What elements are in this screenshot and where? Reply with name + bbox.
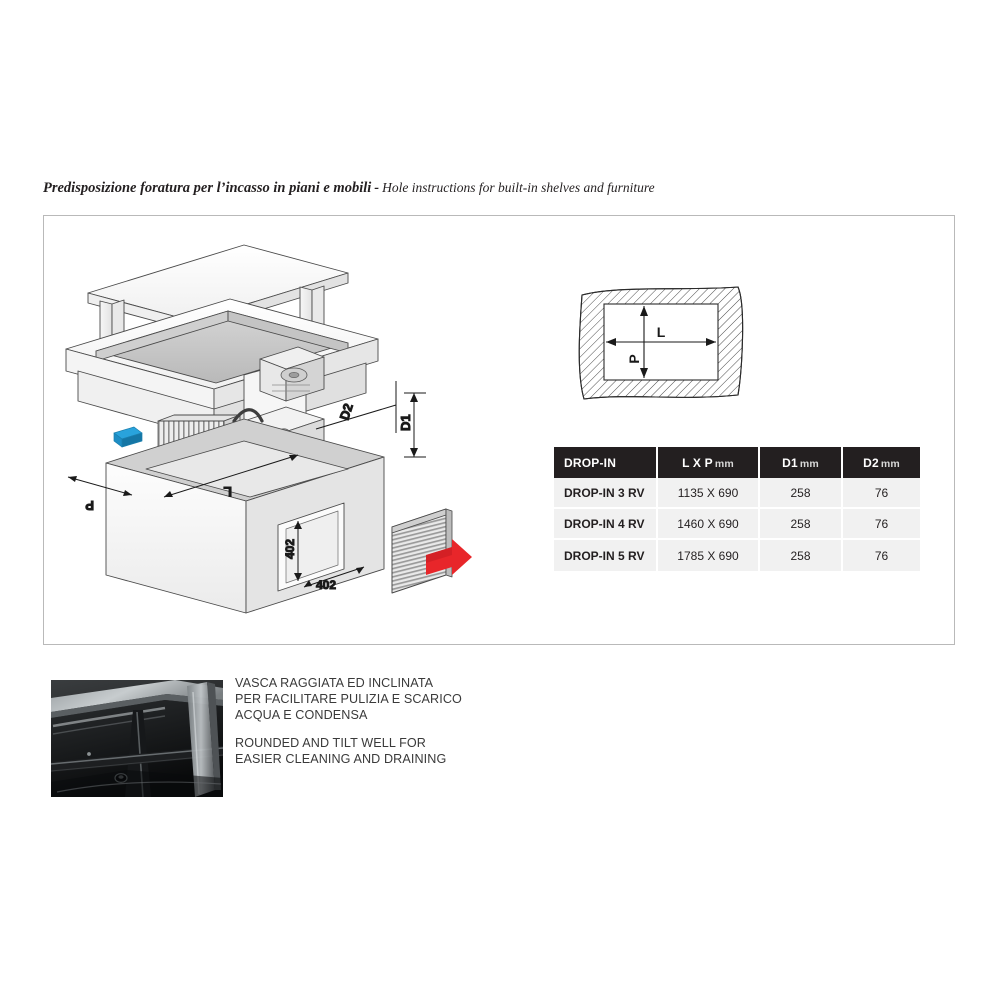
dim-length-L: L	[163, 454, 299, 501]
page-title-separator: -	[374, 180, 380, 196]
page-title-english: Hole instructions for built-in shelves a…	[382, 180, 655, 195]
feature-caption-english: ROUNDED AND TILT WELL FOR EASIER CLEANIN…	[235, 735, 655, 767]
cell-d1: 258	[760, 478, 843, 509]
cell-d2: 76	[843, 540, 920, 571]
table-row: DROP-IN 3 RV 1135 X 690 258 76	[554, 478, 920, 509]
cell-lxp: 1135 X 690	[658, 478, 760, 509]
cutout-detail-diagram: L P	[560, 275, 760, 410]
column-header-d2-unit: mm	[880, 457, 900, 470]
dim-label-hole-depth: P	[626, 354, 642, 363]
feature-caption-italian: VASCA RAGGIATA ED INCLINATA PER FACILITA…	[235, 675, 655, 724]
dim-grille-height: 402	[283, 521, 302, 581]
cell-model: DROP-IN 3 RV	[554, 478, 658, 509]
feature-caption-english-line-1: ROUNDED AND TILT WELL FOR	[235, 735, 426, 750]
cabinet-body	[105, 418, 385, 614]
dim-label-D1: D1	[398, 414, 413, 431]
column-header-d1-label: D1	[782, 455, 798, 470]
valve-connector	[113, 426, 143, 448]
table-row: DROP-IN 5 RV 1785 X 690 258 76	[554, 540, 920, 571]
well-detail-photo	[47, 670, 227, 807]
dim-label-hole-length: L	[657, 324, 666, 340]
airflow-arrow	[426, 539, 472, 575]
cell-d1: 258	[760, 509, 843, 540]
column-header-lxp-unit: mm	[714, 457, 734, 470]
column-header-d1-unit: mm	[799, 457, 819, 470]
cell-model: DROP-IN 4 RV	[554, 509, 658, 540]
dim-grille-width: 402	[303, 566, 365, 593]
page-title: Predisposizione foratura per l’incasso i…	[43, 180, 943, 197]
column-header-lxp-label: L X P	[682, 455, 713, 470]
column-header-d2-label: D2	[863, 455, 879, 470]
cell-d1: 258	[760, 540, 843, 571]
feature-caption-italian-line-2: PER FACILITARE PULIZIA E SCARICO	[235, 692, 462, 707]
dim-label-grille-width: 402	[316, 578, 336, 592]
dim-label-D2: D2	[337, 401, 356, 421]
cell-model: DROP-IN 5 RV	[554, 540, 658, 571]
cell-lxp: 1460 X 690	[658, 509, 760, 540]
table-body: DROP-IN 3 RV 1135 X 690 258 76 DROP-IN 4…	[554, 478, 920, 571]
cell-lxp: 1785 X 690	[658, 540, 760, 571]
dim-hole-depth	[640, 306, 648, 378]
dim-label-L: L	[223, 484, 232, 500]
feature-caption-italian-line-3: ACQUA E CONDENSA	[235, 708, 368, 723]
page-title-italian: Predisposizione foratura per l’incasso i…	[43, 180, 372, 196]
feature-caption-english-line-2: EASIER CLEANING AND DRAINING	[235, 751, 447, 766]
isometric-drawing: P L D2	[48, 225, 528, 615]
dim-label-P: P	[85, 498, 94, 513]
drop-in-well	[65, 298, 379, 440]
feature-caption-italian-line-1: VASCA RAGGIATA ED INCLINATA	[235, 676, 434, 690]
cell-d2: 76	[843, 478, 920, 509]
column-header-model: DROP-IN	[554, 447, 658, 478]
column-header-model-label: DROP-IN	[564, 455, 617, 470]
table-row: DROP-IN 4 RV 1460 X 690 258 76	[554, 509, 920, 540]
dim-depth-P: P	[67, 476, 133, 514]
dim-label-grille-height: 402	[283, 539, 297, 559]
dim-d1: D1	[398, 392, 426, 458]
feature-caption: VASCA RAGGIATA ED INCLINATA PER FACILITA…	[235, 675, 655, 767]
dim-hole-length	[606, 338, 716, 346]
cell-d2: 76	[843, 509, 920, 540]
dim-d2: D2	[315, 381, 397, 433]
